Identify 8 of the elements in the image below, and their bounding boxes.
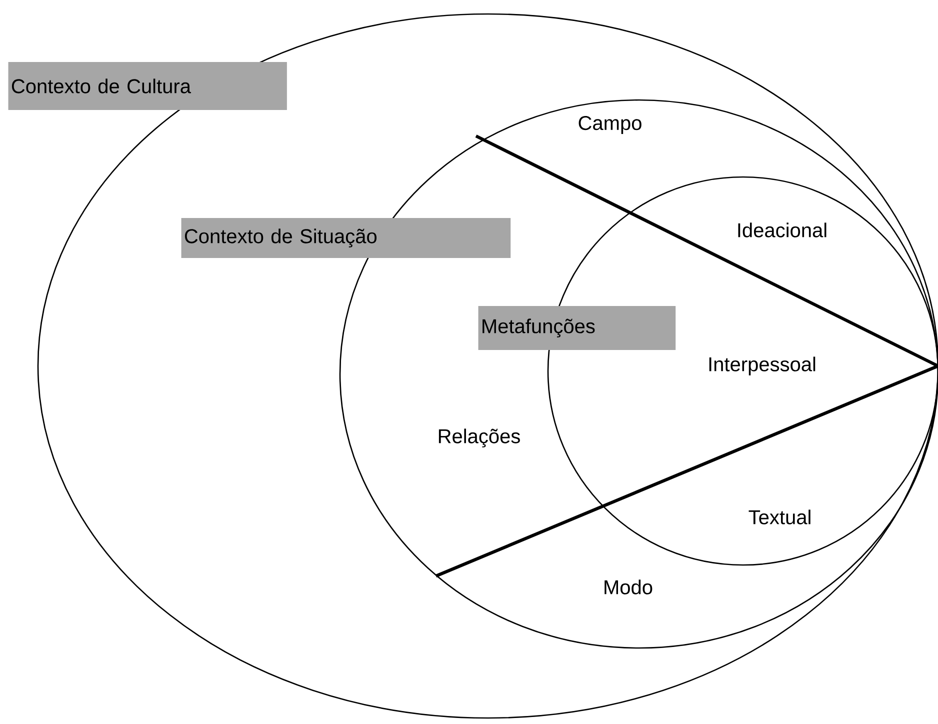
label-box: Contexto de Cultura (8, 62, 287, 110)
region-label: Interpessoal (709, 356, 816, 376)
label-box: Contexto de Situação (181, 218, 511, 258)
label-box: Metafunções (478, 306, 676, 350)
region-label: Campo (578, 116, 642, 134)
region-label: Ideacional (738, 222, 826, 238)
region-label: Relações (438, 428, 520, 448)
region-label: Textual (748, 510, 810, 524)
